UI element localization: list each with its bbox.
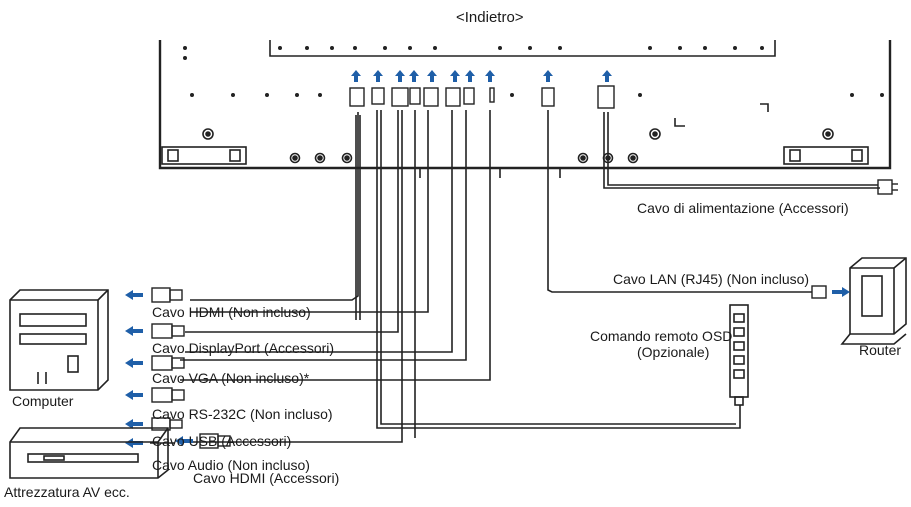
cables bbox=[180, 110, 880, 443]
cable-vga-label: Cavo VGA (Non incluso)* bbox=[152, 370, 310, 386]
cable-rs232c-label: Cavo RS-232C (Non incluso) bbox=[152, 406, 333, 422]
cable-audio-label: Cavo Audio (Non incluso) bbox=[152, 457, 310, 473]
cable-hdmi-av-label: Cavo HDMI (Accessori) bbox=[193, 470, 340, 486]
power-plug-icon bbox=[877, 179, 898, 195]
power-cable-label: Cavo di alimentazione (Accessori) bbox=[637, 200, 849, 216]
osd-remote-label-1: Comando remoto OSD bbox=[590, 328, 733, 344]
router-label: Router bbox=[859, 342, 902, 358]
cable-displayport-label: Cavo DisplayPort (Accessori) bbox=[152, 340, 335, 356]
osd-remote-label-2: (Opzionale) bbox=[637, 344, 710, 360]
av-equipment-label: Attrezzatura AV ecc. bbox=[4, 484, 130, 500]
osd-remote-icon bbox=[729, 304, 749, 406]
router-icon bbox=[840, 257, 907, 345]
rj45-plug-icon bbox=[811, 285, 827, 299]
panel-dots bbox=[183, 46, 884, 97]
monitor-back-panel bbox=[158, 40, 892, 178]
cable-usb-label: Cavo USB (Accessori) bbox=[152, 433, 292, 449]
av-equipment-icon bbox=[9, 427, 169, 479]
computer-label: Computer bbox=[12, 393, 74, 409]
up-arrows bbox=[351, 70, 612, 82]
screw-holes bbox=[202, 128, 834, 164]
computer-tower-icon bbox=[9, 289, 109, 391]
panel-plugs bbox=[349, 85, 615, 109]
diagram-title: <Indietro> bbox=[456, 9, 524, 26]
router-arrow bbox=[832, 287, 850, 297]
cable-hdmi-label: Cavo HDMI (Non incluso) bbox=[152, 304, 311, 320]
lan-cable-label: Cavo LAN (RJ45) (Non incluso) bbox=[613, 271, 810, 287]
left-connectors bbox=[125, 287, 231, 449]
